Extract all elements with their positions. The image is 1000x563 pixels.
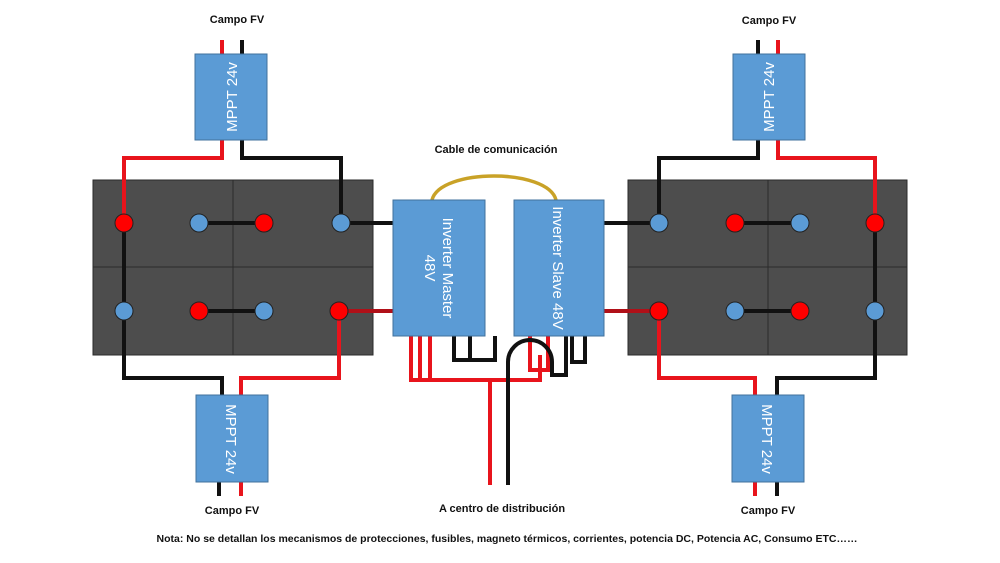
terminal-negative (254, 301, 274, 321)
note-text: Nota: No se detallan los mecanismos de p… (157, 533, 858, 545)
terminal-negative (725, 301, 745, 321)
terminal-positive (725, 213, 745, 233)
terminal-positive (114, 213, 134, 233)
communication-cable (430, 174, 558, 201)
inverter-slave: Inverter Slave 48V (513, 199, 605, 337)
terminal-negative (189, 213, 209, 233)
terminal-negative (865, 301, 885, 321)
terminal-negative (649, 213, 669, 233)
mppt-bottom-left-label: MPPT 24v (222, 404, 239, 474)
terminal-positive (254, 213, 274, 233)
terminal-negative (114, 301, 134, 321)
label-centro-distribucion: A centro de distribución (439, 503, 565, 515)
terminal-negative (331, 213, 351, 233)
terminals-right (649, 213, 885, 321)
inverter-master-label-line2: 48V (421, 255, 438, 282)
label-campo-fv-top-left: Campo FV (210, 14, 265, 26)
terminal-positive (790, 301, 810, 321)
mppt-top-right: MPPT 24v (732, 53, 806, 141)
mppt-bottom-right-label: MPPT 24v (758, 404, 775, 474)
label-campo-fv-bottom-right: Campo FV (741, 505, 796, 517)
battery-bank-left (92, 179, 374, 356)
mppt-top-right-label: MPPT 24v (761, 62, 778, 132)
mppt-bottom-left: MPPT 24v (195, 394, 269, 483)
mppt-bottom-right: MPPT 24v (731, 394, 805, 483)
inverter-master-label-line1: Inverter Master (439, 218, 456, 319)
inverter-slave-label: Inverter Slave 48V (549, 206, 566, 329)
label-cable-comunicacion: Cable de comunicación (435, 144, 558, 156)
mppt-top-left: MPPT 24v (194, 53, 268, 141)
mppt-top-left-label: MPPT 24v (224, 62, 241, 132)
inverter-master: Inverter Master 48V (392, 199, 486, 337)
battery-bank-right (627, 179, 908, 356)
label-campo-fv-bottom-left: Campo FV (205, 505, 260, 517)
wires-inverter-output (409, 336, 587, 485)
terminal-positive (649, 301, 669, 321)
terminal-positive (189, 301, 209, 321)
terminal-positive (329, 301, 349, 321)
label-campo-fv-top-right: Campo FV (742, 15, 797, 27)
terminals-left (114, 213, 351, 321)
terminal-negative (790, 213, 810, 233)
terminal-positive (865, 213, 885, 233)
